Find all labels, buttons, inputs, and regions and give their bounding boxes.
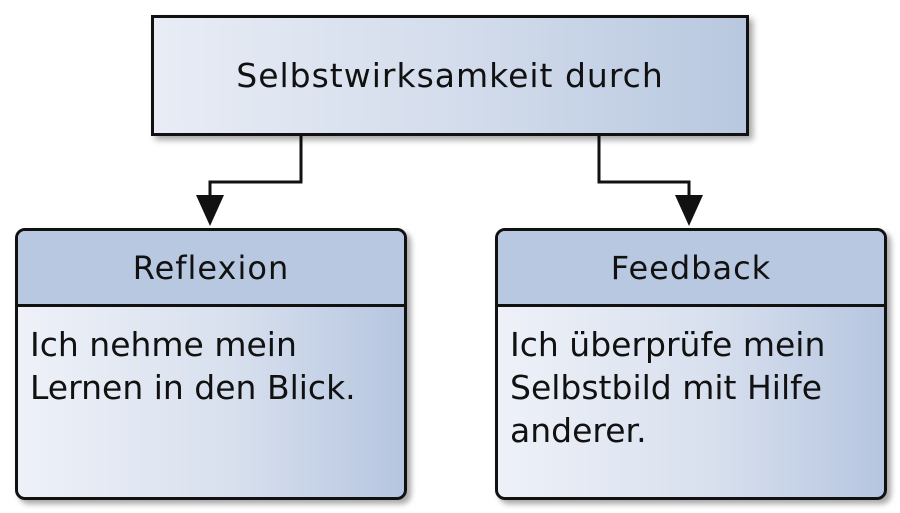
branch-feedback-title: Feedback [610,248,772,287]
root-node: Selbstwirksamkeit durch [151,15,749,136]
branch-feedback-body: Ich überprüfe mein Selbstbild mit Hilfe … [498,307,884,452]
branch-reflexion-header: Reflexion [18,231,404,307]
branch-feedback: Feedback Ich überprüfe mein Selbstbild m… [495,228,887,500]
branch-feedback-header: Feedback [498,231,884,307]
connector-right [597,136,691,200]
branch-reflexion-body: Ich nehme mein Lernen in den Blick. [18,307,404,409]
connector-left [208,136,303,200]
branch-reflexion-line: Ich nehme mein [30,325,297,364]
branch-reflexion: Reflexion Ich nehme mein Lernen in den B… [15,228,407,500]
branch-reflexion-title: Reflexion [132,248,290,287]
branch-feedback-line: Ich überprüfe mein [510,325,826,364]
branch-feedback-line: anderer. [510,411,647,450]
arrowhead-right [675,195,703,226]
root-title: Selbstwirksamkeit durch [236,56,664,95]
branch-feedback-line: Selbstbild mit Hilfe [510,368,823,407]
arrowhead-left [196,195,224,226]
branch-reflexion-line: Lernen in den Blick. [30,368,356,407]
